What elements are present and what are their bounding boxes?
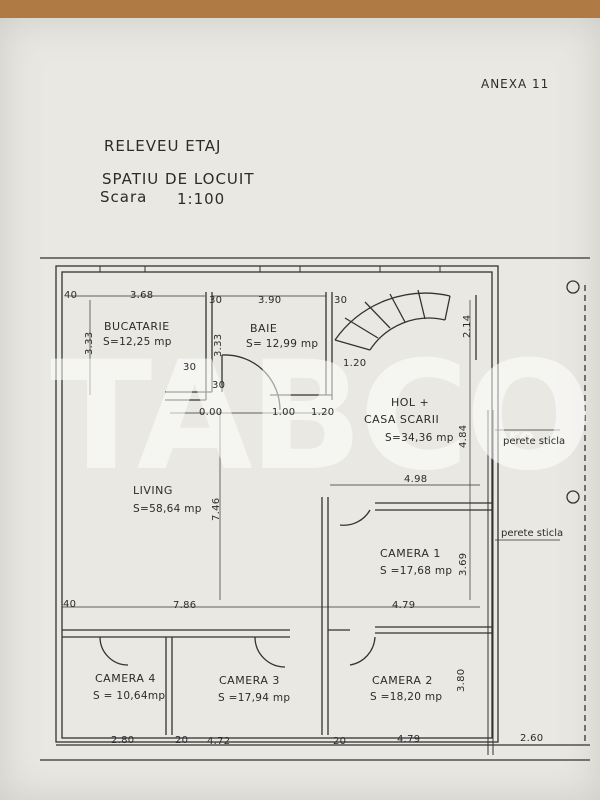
drawing-subtitle: SPATIU DE LOCUIT [102,170,255,188]
pillar-mid-right [566,490,580,504]
dim-100: 1.00 [272,407,296,418]
dim-30-c: 30 [183,362,197,373]
dim-30-d: 30 [212,380,226,391]
dim-746: 7.46 [211,497,222,521]
dim-369: 3.69 [458,552,469,576]
room-bath-name: BAIE [250,322,278,335]
dim-390: 3.90 [258,295,282,306]
dim-368: 3.68 [130,290,154,301]
scale-value: 1:100 [177,190,226,208]
room-camera2-name: CAMERA 2 [372,674,433,687]
room2-door-arc [349,636,376,666]
dim-380: 3.80 [456,668,467,692]
room-camera1-area: S =17,68 mp [380,565,453,577]
room-camera3-name: CAMERA 3 [219,674,280,687]
dim-30-a: 30 [209,295,223,306]
stair-inner-arc [369,317,446,351]
outer-wall-outer [55,265,499,743]
room-camera2-area: S =18,20 mp [370,691,443,703]
room-camera1-name: CAMERA 1 [380,547,441,560]
glass-wall-label-2: perete sticla [501,528,564,539]
dim-120-hall: 1.20 [311,407,335,418]
watermark-domain: .ro [500,425,535,450]
room1-door-arc [339,509,371,526]
floor-plan-sheet [0,18,600,800]
bath-door-arc [221,354,281,411]
dim-260: 2.60 [520,733,544,744]
stair-step-2 [344,317,379,339]
room-camera4-name: CAMERA 4 [95,672,156,685]
room-living-area: S=58,64 mp [133,503,202,515]
dim-786: 7.86 [173,600,197,611]
dim-40-mid: 40 [63,599,77,610]
room-camera4-area: S = 10,64mp [93,690,166,702]
dim-484: 4.84 [458,424,469,448]
room-bath-area: S= 12,99 mp [246,338,319,350]
dim-280: 2.80 [111,735,135,746]
room-living-name: LIVING [133,484,173,497]
stair-step-6 [444,295,451,321]
dim-20-a: 20 [175,735,189,746]
stair-step-3 [364,301,391,329]
room4-door-arc [99,636,129,666]
stair-step-5 [417,289,426,320]
scale-label: Scara [100,188,148,206]
dim-479-mid: 4.79 [392,600,416,611]
dim-333-left: 3.33 [84,331,95,355]
room-kitchen-name: BUCATARIE [104,320,170,333]
room-hall-name-2: CASA SCARII [364,413,440,426]
dim-333-bath: 3.33 [213,333,224,357]
room3-door-arc [254,636,286,668]
dim-30-b: 30 [334,295,348,306]
dim-214: 2.14 [462,314,473,338]
room-hall-name: HOL + [391,396,430,409]
pillar-top-right [566,280,580,294]
room-camera3-area: S =17,94 mp [218,692,291,704]
dim-40-top: 40 [64,290,78,301]
dim-000: 0.00 [199,407,223,418]
room-hall-area: S=34,36 mp [385,432,454,444]
dim-120-top: 1.20 [343,358,367,369]
glass-wall-label-1: perete sticla [503,436,566,447]
drawing-title: RELEVEU ETAJ [104,137,222,155]
dim-479-bottom: 4.79 [397,734,421,745]
watermark-logo: TABCO [50,330,593,504]
stair-step-1 [334,339,371,351]
annex-label: ANEXA 11 [481,77,550,91]
dim-20-b: 20 [333,736,347,747]
room-kitchen-area: S=12,25 mp [103,336,172,348]
stair-outer-arc [334,292,451,341]
dim-472: 4.72 [207,736,231,747]
stair-step-4 [389,293,406,323]
dim-498: 4.98 [404,474,428,485]
